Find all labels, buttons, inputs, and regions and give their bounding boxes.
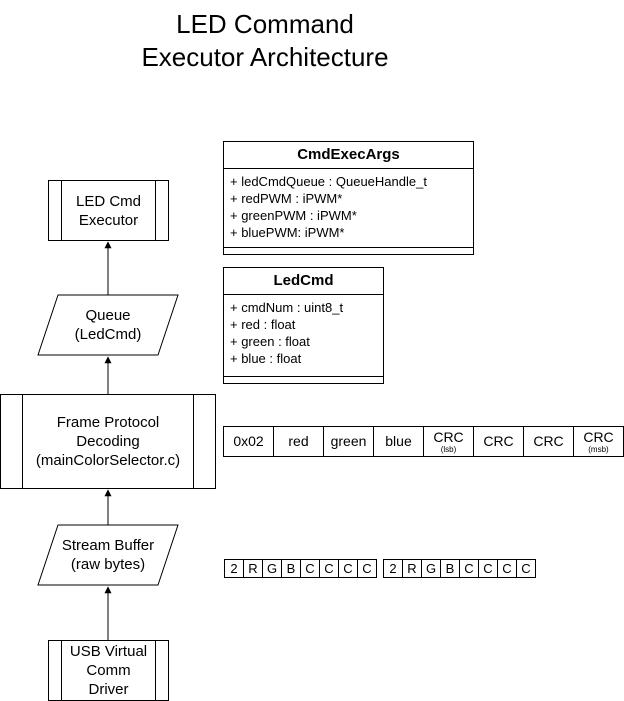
stream-buffer-parallelogram: [37, 524, 179, 586]
frame-protocol-decoding-node: Frame Protocol Decoding (mainColorSelect…: [0, 394, 216, 489]
class-divider: [224, 376, 383, 377]
queue-parallelogram: [37, 294, 179, 356]
frame-field-label: red: [288, 433, 309, 449]
class-attribute: + bluePWM: iPWM*: [230, 225, 345, 240]
class-name: CmdExecArgs: [224, 142, 473, 169]
node-label-line-2: (LedCmd): [74, 326, 142, 343]
class-attribute: + red : float: [230, 317, 296, 332]
byte-cell: C: [357, 559, 377, 578]
process-bar-left: [22, 395, 23, 488]
frame-field: CRC (lsb): [423, 426, 474, 457]
frame-field: CRC (msb): [573, 426, 624, 457]
frame-field-label: green: [330, 433, 367, 449]
byte-cell: G: [421, 559, 441, 578]
node-label-line-1: LED Cmd: [75, 192, 142, 210]
frame-field-label: CRC: [483, 433, 514, 449]
process-bar-right: [155, 181, 156, 240]
node-label-line-1: Stream Buffer: [61, 537, 155, 554]
class-divider: [224, 247, 473, 248]
node-label-line-1: Queue: [85, 307, 131, 324]
frame-field: CRC: [473, 426, 524, 457]
title-line-2: Executor Architecture: [141, 42, 389, 72]
process-bar-right: [193, 395, 194, 488]
usb-virtual-comm-driver-node: USB Virtual Comm Driver: [48, 640, 169, 701]
node-label-line-3: Driver: [88, 681, 129, 698]
byte-cell: 2: [383, 559, 403, 578]
frame-field-sublabel: (lsb): [440, 444, 457, 454]
class-attributes: + ledCmdQueue : QueueHandle_t + redPWM :…: [224, 169, 473, 241]
node-label-line-2: Executor: [78, 211, 139, 229]
class-attribute: + ledCmdQueue : QueueHandle_t: [230, 174, 427, 189]
process-bar-left: [61, 181, 62, 240]
diagram-title: LED Command Executor Architecture: [100, 8, 430, 74]
queue-node: Queue (LedCmd): [48, 295, 168, 355]
byte-cell: G: [262, 559, 282, 578]
process-bar-right: [155, 641, 156, 700]
stream-buffer-node: Stream Buffer (raw bytes): [48, 525, 168, 585]
byte-cell: R: [243, 559, 263, 578]
byte-cell: R: [402, 559, 422, 578]
frame-field: 0x02: [223, 426, 274, 457]
led-cmd-class: LedCmd + cmdNum : uint8_t + red : float …: [223, 267, 384, 384]
frame-field: CRC: [523, 426, 574, 457]
node-label-line-2: (raw bytes): [70, 556, 146, 573]
class-attributes: + cmdNum : uint8_t + red : float + green…: [224, 295, 383, 367]
byte-cell: 2: [224, 559, 244, 578]
frame-field-sublabel: (msb): [588, 444, 609, 454]
process-bar-left: [61, 641, 62, 700]
frame-field-label: CRC: [433, 428, 464, 445]
class-attribute: + cmdNum : uint8_t: [230, 300, 344, 315]
frame-field-label: 0x02: [233, 433, 264, 449]
byte-cell: C: [478, 559, 498, 578]
led-cmd-executor-node: LED Cmd Executor: [48, 180, 169, 241]
frame-field: red: [273, 426, 324, 457]
byte-cell: B: [281, 559, 301, 578]
frame-field-label: CRC: [533, 433, 564, 449]
node-label-line-1: Frame Protocol: [56, 414, 160, 431]
byte-cell: C: [300, 559, 320, 578]
node-label-line-2: Comm: [86, 662, 131, 679]
byte-cell: C: [459, 559, 479, 578]
title-line-1: LED Command: [176, 9, 354, 39]
node-label-line-1: USB Virtual: [69, 643, 148, 660]
byte-cell: C: [497, 559, 517, 578]
cmd-exec-args-class: CmdExecArgs + ledCmdQueue : QueueHandle_…: [223, 141, 474, 255]
node-label-line-3: (mainColorSelector.c): [35, 452, 181, 469]
byte-cell: C: [338, 559, 358, 578]
frame-field-label: CRC: [583, 428, 614, 445]
class-attribute: + greenPWM : iPWM*: [230, 208, 357, 223]
frame-field: blue: [373, 426, 424, 457]
class-name: LedCmd: [224, 268, 383, 295]
byte-cell: C: [319, 559, 339, 578]
node-label-line-2: Decoding: [76, 433, 140, 450]
byte-cell: C: [516, 559, 536, 578]
frame-field: green: [323, 426, 374, 457]
class-attribute: + redPWM : iPWM*: [230, 191, 343, 206]
class-attribute: + blue : float: [230, 351, 302, 366]
frame-field-label: blue: [385, 433, 412, 449]
class-attribute: + green : float: [230, 334, 310, 349]
byte-cell: B: [440, 559, 460, 578]
